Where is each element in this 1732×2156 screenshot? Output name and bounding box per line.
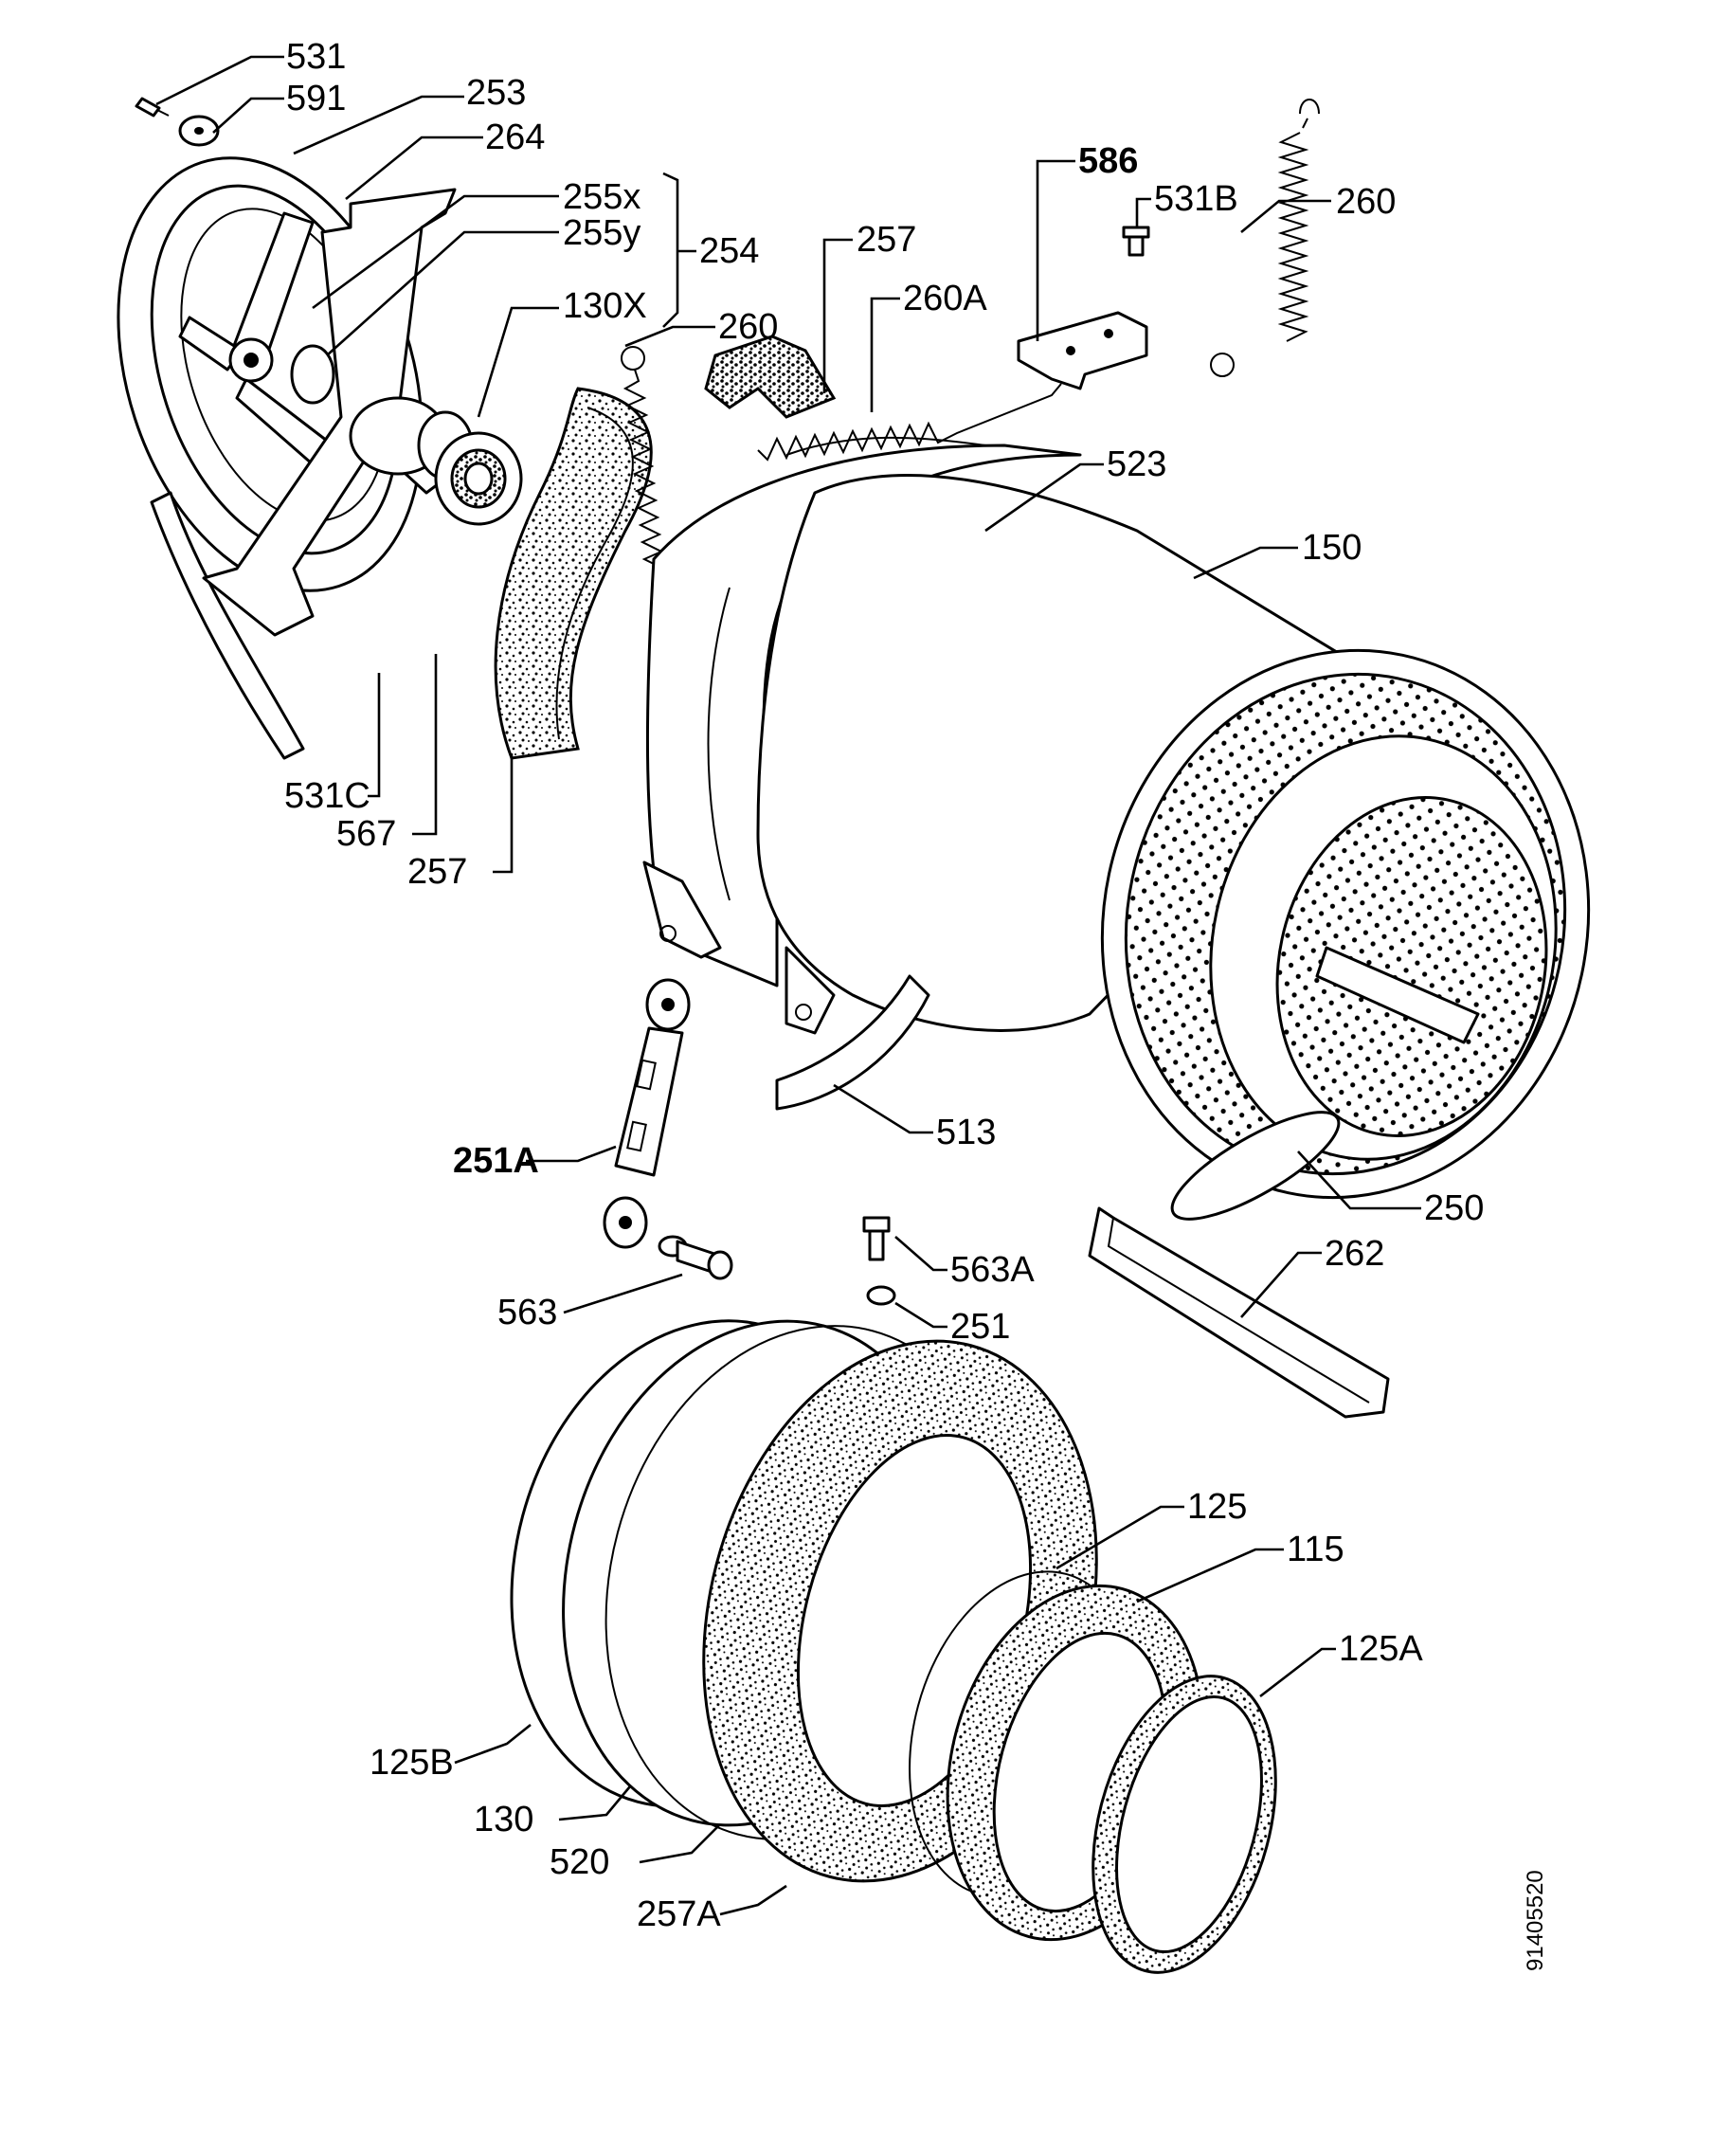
bracket-586 (1017, 311, 1148, 390)
screw-531 (135, 97, 170, 118)
shaft-bearing-assembly (290, 344, 523, 526)
label-125A: 125A (1339, 1629, 1423, 1669)
top-weight-257 (704, 335, 837, 419)
label-130: 130 (474, 1800, 533, 1839)
label-255y: 255y (563, 213, 640, 253)
tub-lower-flange (642, 861, 722, 959)
label-567: 567 (336, 814, 396, 854)
pin-563 (658, 1235, 733, 1280)
label-254: 254 (699, 231, 759, 271)
washer-591 (178, 115, 220, 147)
label-253: 253 (466, 73, 526, 113)
label-250: 250 (1424, 1188, 1484, 1228)
label-523: 523 (1107, 444, 1166, 484)
label-260-right: 260 (1336, 182, 1396, 222)
label-257-top: 257 (857, 220, 916, 260)
label-262: 262 (1325, 1234, 1384, 1274)
belt (150, 491, 305, 760)
label-563: 563 (497, 1293, 557, 1332)
tub-body-150 (756, 474, 1404, 1032)
label-591: 591 (286, 79, 346, 118)
spring-260A (757, 383, 1062, 462)
label-125B: 125B (370, 1743, 454, 1783)
document-number: 91405520 (1523, 1870, 1548, 1971)
label-520: 520 (550, 1842, 609, 1882)
label-257-left: 257 (407, 852, 467, 892)
bolt-563A (862, 1216, 891, 1261)
counterweight-257-rear (494, 387, 653, 760)
strap-513 (775, 974, 930, 1111)
label-251: 251 (950, 1307, 1010, 1347)
washer-251 (866, 1285, 896, 1306)
label-260-left: 260 (718, 307, 778, 347)
label-531: 531 (286, 37, 346, 77)
clamp-ring-125A (1092, 1675, 1277, 1974)
label-531C: 531C (284, 776, 370, 816)
leader-lines (155, 55, 1421, 1916)
label-513: 513 (936, 1113, 996, 1152)
spring-260-right (1210, 99, 1320, 377)
screw-531B (1122, 226, 1150, 257)
label-531B: 531B (1154, 179, 1238, 219)
part-labels: 531 591 253 264 255x 255y 130X 254 260 2… (284, 37, 1484, 1934)
label-257A: 257A (637, 1894, 721, 1934)
drum-250 (1100, 648, 1591, 1221)
label-260A: 260A (903, 279, 987, 318)
shock-absorber-251A (603, 978, 691, 1249)
label-563A: 563A (950, 1250, 1035, 1290)
label-586: 586 (1078, 141, 1138, 181)
label-264: 264 (485, 118, 545, 157)
label-255x: 255x (563, 177, 640, 217)
label-130x: 130X (563, 286, 647, 326)
label-251A: 251A (453, 1141, 539, 1181)
label-150: 150 (1302, 528, 1362, 568)
label-115: 115 (1287, 1530, 1344, 1569)
label-125: 125 (1187, 1487, 1247, 1527)
